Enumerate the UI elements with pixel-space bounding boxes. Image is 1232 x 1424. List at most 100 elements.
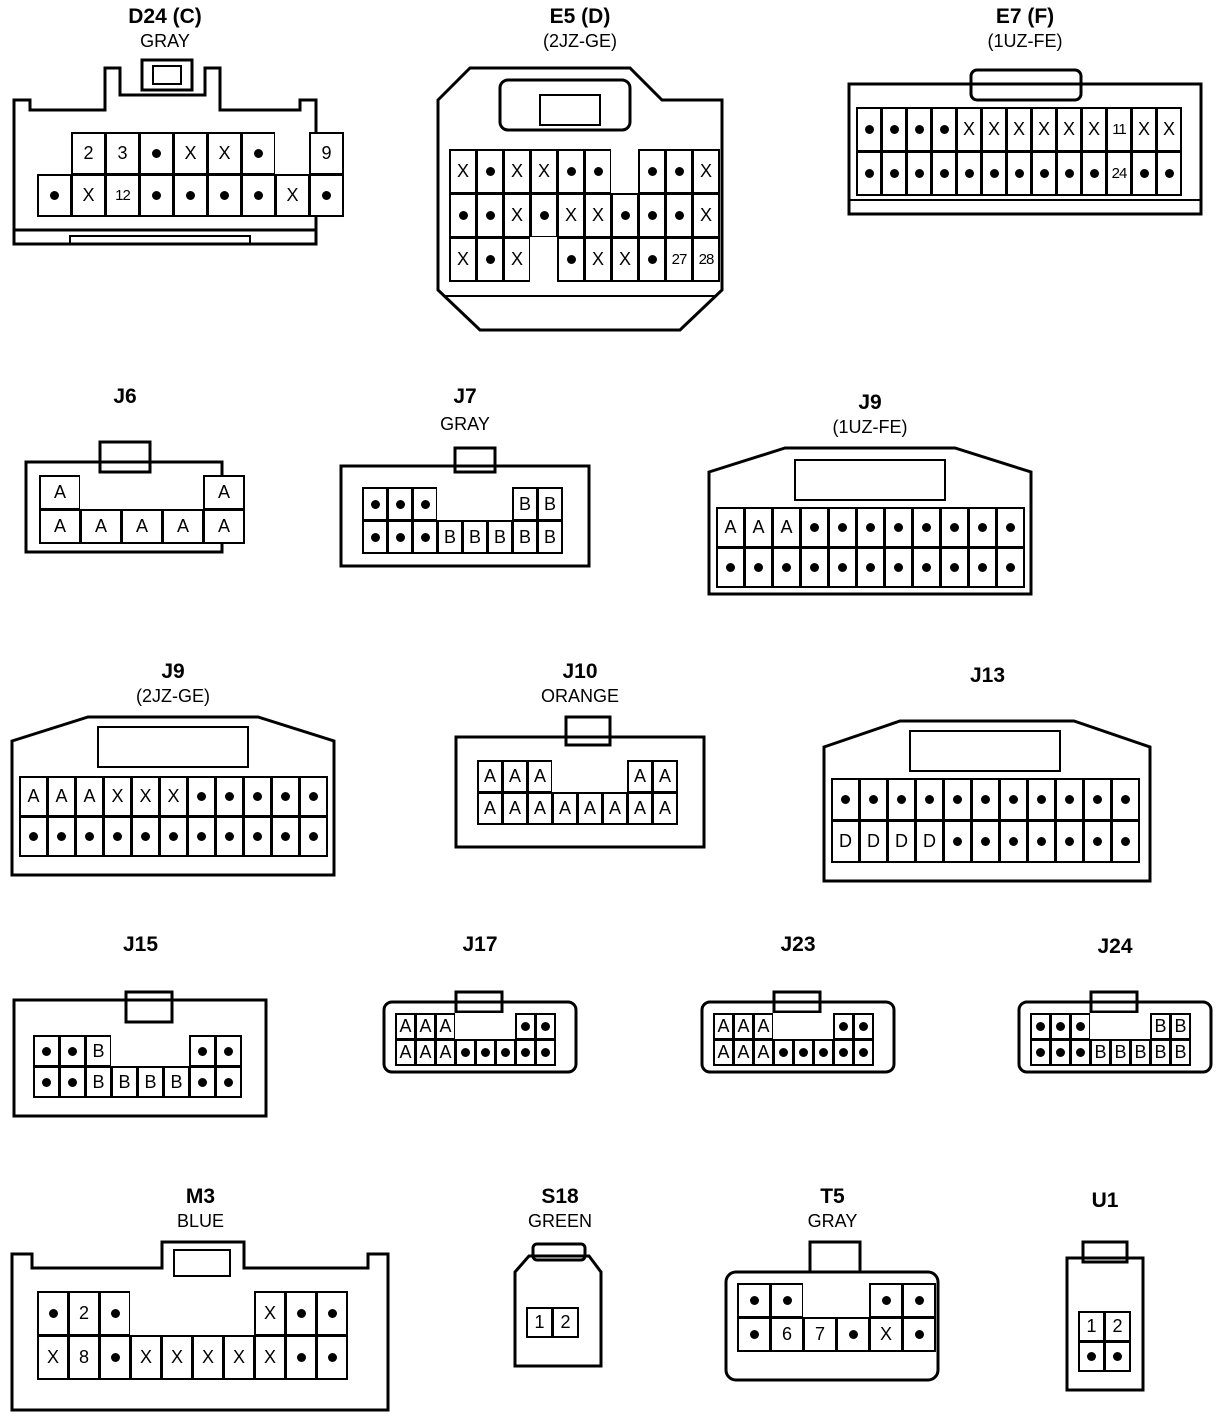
pin-cavity (999, 778, 1028, 821)
pin-dot-icon (521, 1048, 530, 1057)
pin-cavity (173, 174, 208, 217)
pin-cavity (309, 174, 344, 217)
pin-cavity: X (869, 1317, 903, 1352)
pin-dot-icon (1009, 837, 1018, 846)
pin-dot-icon (978, 523, 987, 532)
pin-cavity (99, 1291, 131, 1336)
pin-dot-icon (501, 1048, 510, 1057)
pin-cavity (1078, 1341, 1105, 1372)
pin-dot-icon (1014, 169, 1024, 178)
pin-cavity (476, 149, 504, 194)
pin-cavity (906, 107, 932, 152)
pin-cavity: B (137, 1066, 164, 1098)
pin-dot-icon (1089, 169, 1099, 178)
pin-cavity: B (111, 1066, 138, 1098)
pin-cavity (1081, 151, 1107, 196)
pin-cavity: A (19, 776, 48, 817)
pin-dot-icon (541, 1022, 550, 1031)
connector-title: M3 (185, 1185, 216, 1208)
pin-dot-icon (978, 563, 987, 572)
pin-dot-icon (110, 1353, 120, 1362)
connector-housing (10, 1240, 390, 1412)
connector-title: J23 (780, 933, 816, 956)
pin-cavity (137, 1035, 164, 1067)
pin-cavity (241, 174, 276, 217)
pin-cavity: A (80, 509, 122, 544)
pin-cavity (59, 1035, 86, 1067)
pin-cavity (1070, 1013, 1091, 1040)
pin-cavity (869, 1283, 903, 1318)
pin-cavity: X (1131, 107, 1157, 152)
pin-cavity: A (744, 507, 773, 548)
pin-cavity (412, 487, 438, 521)
pin-cavity: X (557, 193, 585, 238)
pin-cavity: X (192, 1335, 224, 1380)
pin-cavity (362, 520, 388, 554)
pin-cavity (971, 778, 1000, 821)
pin-cavity (316, 1335, 348, 1380)
pin-cavity: B (1110, 1039, 1131, 1066)
pin-dot-icon (869, 795, 878, 804)
pin-cavity (285, 1335, 317, 1380)
connector-title: E5 (D) (549, 5, 611, 28)
pin-cavity: B (1170, 1039, 1191, 1066)
connector-housing (454, 715, 706, 849)
pin-dot-icon (110, 1309, 120, 1318)
connector-subtitle: (2JZ-GE) (543, 31, 617, 51)
pin-cavity: X (584, 193, 612, 238)
connector-housing (12, 990, 268, 1118)
pin-cavity (773, 1013, 794, 1040)
pin-dot-icon (754, 563, 763, 572)
pin-cavity: 2 (71, 132, 106, 175)
pin-cavity (161, 1291, 193, 1336)
pin-cavity: A (733, 1013, 754, 1040)
pin-cavity (996, 547, 1025, 588)
pin-cavity (33, 1035, 60, 1067)
pin-dot-icon (674, 167, 684, 176)
pin-dot-icon (224, 1077, 233, 1087)
pin-dot-icon (914, 1296, 924, 1305)
pin-cavity (856, 507, 885, 548)
pin-cavity: A (395, 1039, 416, 1066)
pin-dot-icon (29, 832, 38, 841)
pin-dot-icon (85, 832, 94, 841)
pin-dot-icon (48, 1309, 58, 1318)
pin-cavity: B (537, 520, 563, 554)
pin-cavity (159, 816, 188, 857)
pin-cavity: A (415, 1039, 436, 1066)
pin-cavity (187, 816, 216, 857)
pin-cavity (602, 760, 628, 793)
pin-cavity: 24 (1106, 151, 1132, 196)
pin-cavity: B (85, 1066, 112, 1098)
pin-cavity (475, 1013, 496, 1040)
pin-cavity: X (1031, 107, 1057, 152)
pin-cavity: 3 (105, 132, 140, 175)
pin-cavity (744, 547, 773, 588)
pin-cavity (515, 1013, 536, 1040)
pin-dot-icon (225, 832, 234, 841)
pin-cavity: A (203, 475, 245, 510)
pin-cavity: A (652, 760, 678, 793)
connector-housing (382, 990, 578, 1074)
pin-dot-icon (253, 832, 262, 841)
pin-cavity (638, 149, 666, 194)
pin-cavity: X (1156, 107, 1182, 152)
pin-cavity (495, 1039, 516, 1066)
pin-cavity: 28 (692, 237, 720, 282)
pin-dot-icon (370, 499, 380, 509)
pin-dot-icon (925, 795, 934, 804)
pin-cavity: 1 (526, 1307, 553, 1338)
pin-cavity (773, 1039, 794, 1066)
connector-title: J13 (969, 664, 1006, 687)
pin-cavity (387, 520, 413, 554)
pin-cavity: 2 (1104, 1311, 1131, 1342)
